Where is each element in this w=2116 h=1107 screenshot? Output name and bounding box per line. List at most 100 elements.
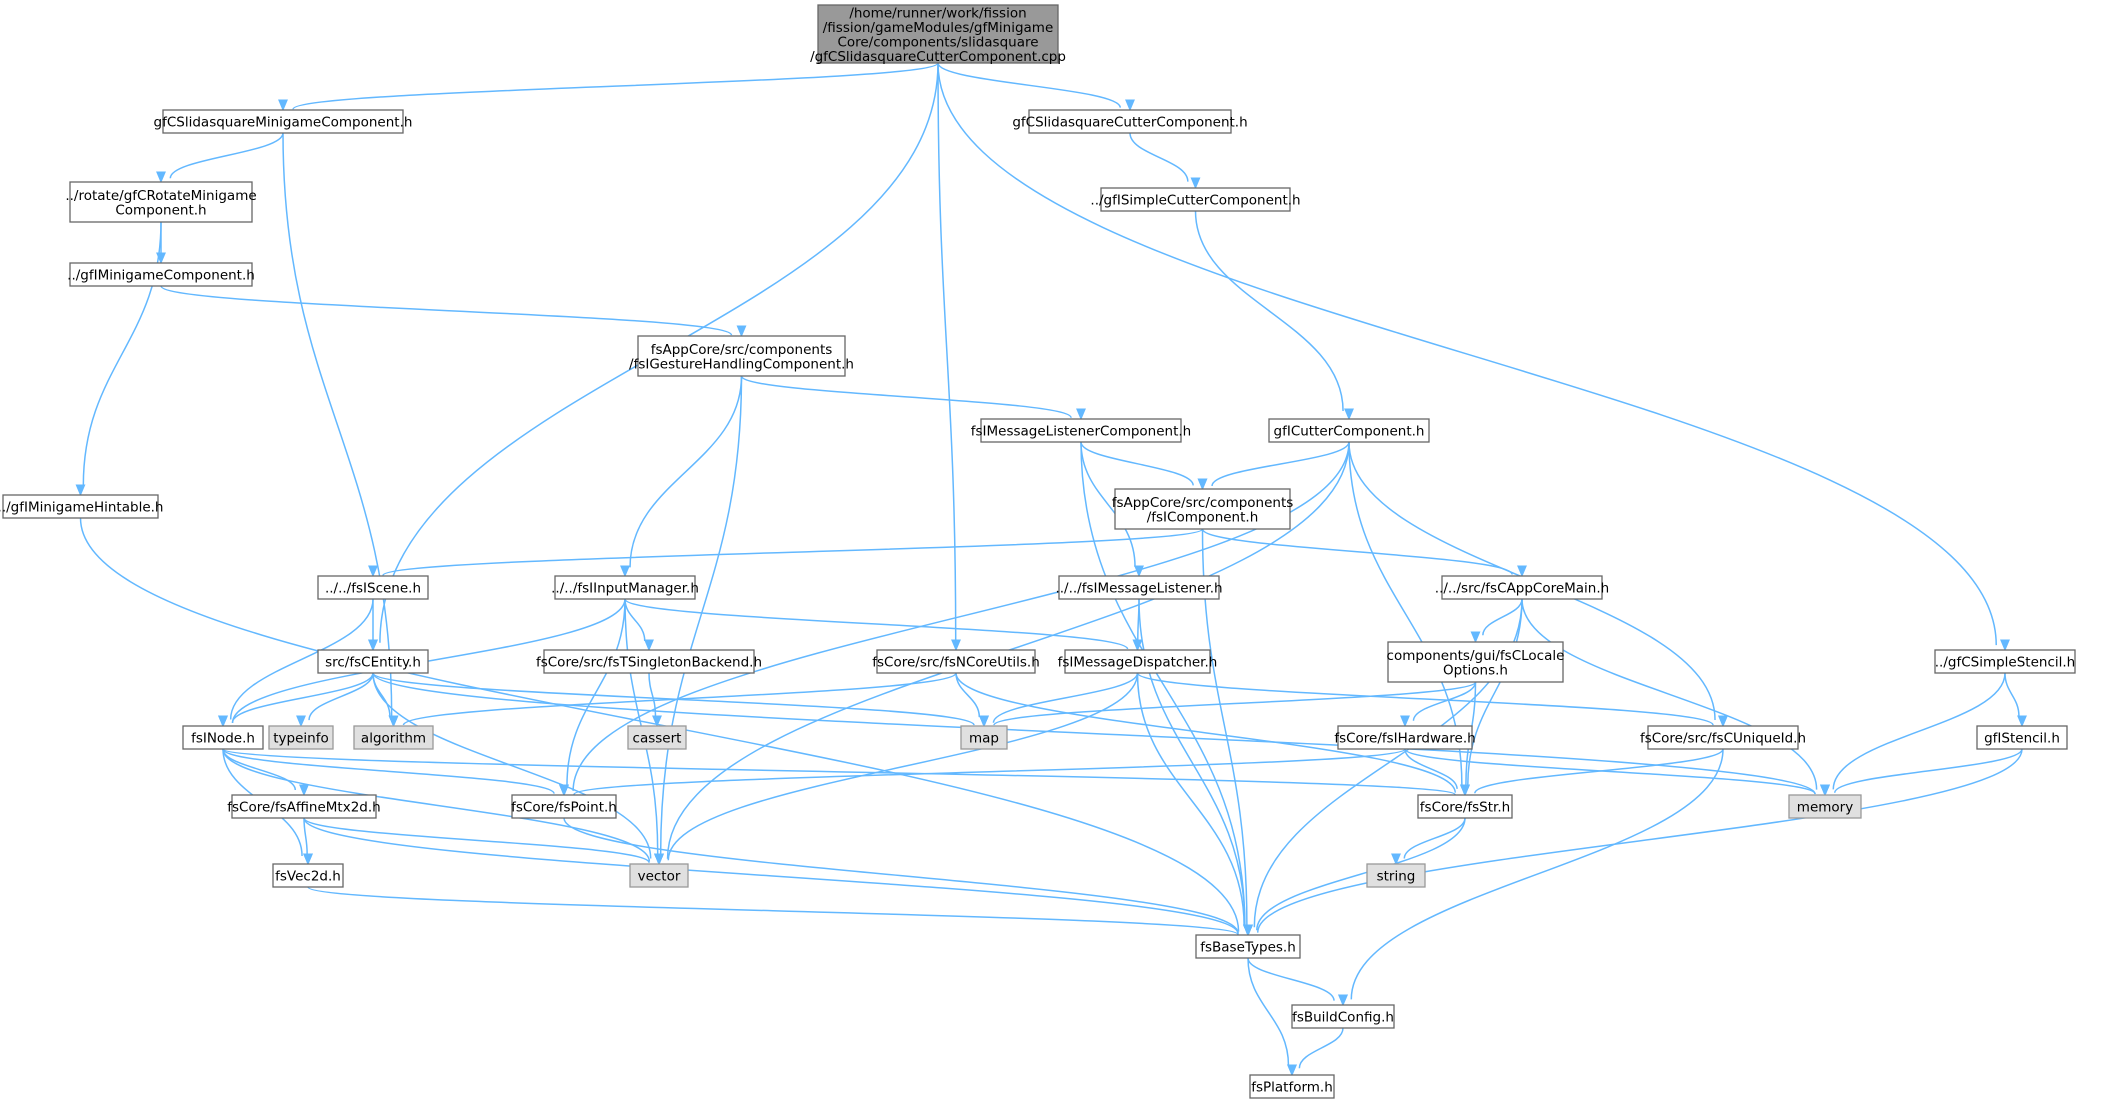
node-label: algorithm xyxy=(361,731,426,747)
edge-root-to-cutterCompH xyxy=(937,62,1135,112)
node-label: fsPlatform.h xyxy=(1251,1080,1333,1096)
node-hardware[interactable]: fsCore/fsIHardware.h xyxy=(1334,725,1476,750)
node-iMinigameComp[interactable]: ../gfIMinigameComponent.h xyxy=(67,262,255,287)
edge-iStencil-to-baseTypes xyxy=(1243,748,2023,937)
node-simpleStencil[interactable]: ../gfCSimpleStencil.h xyxy=(1934,649,2076,674)
node-box xyxy=(182,725,264,750)
edge-simpleCutter-to-iCutter xyxy=(1194,210,1354,421)
edge-msgDispatcher-to-uniqueId xyxy=(1136,672,1728,728)
edge-line xyxy=(1256,748,2023,933)
node-simpleCutter[interactable]: ../gfISimpleCutterComponent.h xyxy=(1090,187,1301,212)
node-iComponent[interactable]: fsAppCore/src/components/fsIComponent.h xyxy=(1112,488,1294,530)
node-ncoreUtils[interactable]: fsCore/src/fsNCoreUtils.h xyxy=(872,649,1040,674)
node-cEntity[interactable]: src/fsCEntity.h xyxy=(317,649,429,674)
node-box xyxy=(554,575,696,600)
node-cutterCompH[interactable]: gfCSlidasquareCutterComponent.h xyxy=(1012,109,1248,134)
node-label: fsCore/fsStr.h xyxy=(1420,800,1510,816)
edge-arrowhead xyxy=(979,715,989,728)
edge-line xyxy=(292,62,939,110)
edge-arrowhead xyxy=(2000,639,2010,652)
node-label: fsCore/fsAffineMtx2d.h xyxy=(227,800,380,816)
node-root[interactable]: /home/runner/work/fission/fission/gameMo… xyxy=(810,4,1066,65)
edge-arrowhead xyxy=(1400,715,1410,728)
node-uniqueId[interactable]: fsCore/src/fsCUniqueId.h xyxy=(1640,725,1806,750)
node-iScene[interactable]: ../../fsIScene.h xyxy=(317,575,429,600)
node-box xyxy=(317,649,429,674)
edge-cEntity-to-typeinfo xyxy=(296,672,374,728)
edge-arrowhead xyxy=(368,639,378,652)
node-box xyxy=(1337,725,1473,750)
node-appCoreMain[interactable]: ../../src/fsCAppCoreMain.h xyxy=(1435,575,1609,600)
edge-line xyxy=(372,672,652,859)
node-label: /gfCSlidasquareCutterComponent.cpp xyxy=(810,49,1066,65)
node-baseTypes[interactable]: fsBaseTypes.h xyxy=(1195,934,1301,959)
node-box xyxy=(1934,649,2076,674)
node-label: ../../fsIMessageListener.h xyxy=(1055,581,1222,597)
node-label: /fission/gameModules/gfMinigame xyxy=(823,20,1054,36)
edge-arrowhead xyxy=(1460,784,1470,797)
node-label: components/gui/fsCLocale xyxy=(1387,648,1565,664)
node-algorithm: algorithm xyxy=(353,725,434,750)
node-box xyxy=(543,649,755,674)
node-box xyxy=(876,649,1036,674)
node-buildConfig[interactable]: fsBuildConfig.h xyxy=(1291,1004,1395,1029)
edge-line xyxy=(1247,957,1335,1001)
node-point[interactable]: fsCore/fsPoint.h xyxy=(511,794,617,819)
edge-line xyxy=(573,748,1406,796)
node-box xyxy=(637,335,846,377)
edge-arrowhead xyxy=(296,715,306,728)
node-msgDispatcher[interactable]: fsIMessageDispatcher.h xyxy=(1058,649,1218,674)
edge-localeOpts-to-hardware xyxy=(1400,681,1477,728)
edge-localeOpts-to-map xyxy=(979,681,1477,728)
node-vec2d[interactable]: fsVec2d.h xyxy=(272,863,344,888)
edge-arrowhead xyxy=(654,853,664,866)
edge-vec2d-to-baseTypes xyxy=(307,886,1253,937)
node-label: cassert xyxy=(633,731,682,747)
node-hintable[interactable]: ../gfIMinigameHintable.h xyxy=(0,494,163,519)
edge-line xyxy=(937,62,957,641)
node-label: ../gfIMinigameHintable.h xyxy=(0,500,163,516)
edge-arrowhead xyxy=(1517,565,1527,578)
node-iNode[interactable]: fsINode.h xyxy=(182,725,264,750)
edge-arrowhead xyxy=(218,715,228,728)
node-label: string xyxy=(1377,869,1416,885)
node-box xyxy=(1291,1004,1395,1029)
node-label: gfCSlidasquareCutterComponent.h xyxy=(1012,115,1247,131)
node-platform[interactable]: fsPlatform.h xyxy=(1249,1074,1335,1099)
node-msgListenerComp[interactable]: fsIMessageListenerComponent.h xyxy=(971,418,1191,443)
node-box xyxy=(1788,794,1862,819)
edge-line xyxy=(1403,817,1466,859)
node-box xyxy=(1647,725,1799,750)
node-box xyxy=(1441,575,1603,600)
node-affine[interactable]: fsCore/fsAffineMtx2d.h xyxy=(227,794,381,819)
edge-arrowhead xyxy=(299,784,309,797)
node-inputMgr[interactable]: ../../fsIInputManager.h xyxy=(551,575,699,600)
node-label: Core/components/slidasquare xyxy=(837,34,1038,50)
edge-line xyxy=(1129,132,1189,182)
edge-msgListenerComp-to-iComponent xyxy=(1080,441,1208,491)
node-singleton[interactable]: fsCore/src/fsTSingletonBackend.h xyxy=(536,649,762,674)
node-str[interactable]: fsCore/fsStr.h xyxy=(1417,794,1513,819)
node-gesture[interactable]: fsAppCore/src/components/fsIGestureHandl… xyxy=(629,335,854,377)
node-iCutter[interactable]: gfICutterComponent.h xyxy=(1268,418,1430,443)
node-minigameComp[interactable]: gfCSlidasquareMinigameComponent.h xyxy=(154,109,413,134)
node-box xyxy=(980,418,1182,443)
node-iStencil[interactable]: gfIStencil.h xyxy=(1976,725,2068,750)
edge-ncoreUtils-to-algorithm xyxy=(388,672,957,728)
node-box xyxy=(69,262,253,287)
node-label: fsAppCore/src/components xyxy=(1112,495,1294,511)
node-box xyxy=(69,181,253,223)
edge-line xyxy=(1080,441,1194,486)
edge-iComponent-to-appCoreMain xyxy=(1201,528,1527,578)
node-label: Options.h xyxy=(1443,662,1508,678)
edge-line xyxy=(1194,210,1344,411)
node-msgListener[interactable]: ../../fsIMessageListener.h xyxy=(1055,575,1223,600)
nodes-layer: /home/runner/work/fission/fission/gameMo… xyxy=(0,4,2076,1099)
edge-arrowhead xyxy=(620,565,630,578)
node-string: string xyxy=(1366,863,1426,888)
node-box xyxy=(1417,794,1513,819)
node-box xyxy=(272,863,344,888)
node-box xyxy=(1195,934,1301,959)
